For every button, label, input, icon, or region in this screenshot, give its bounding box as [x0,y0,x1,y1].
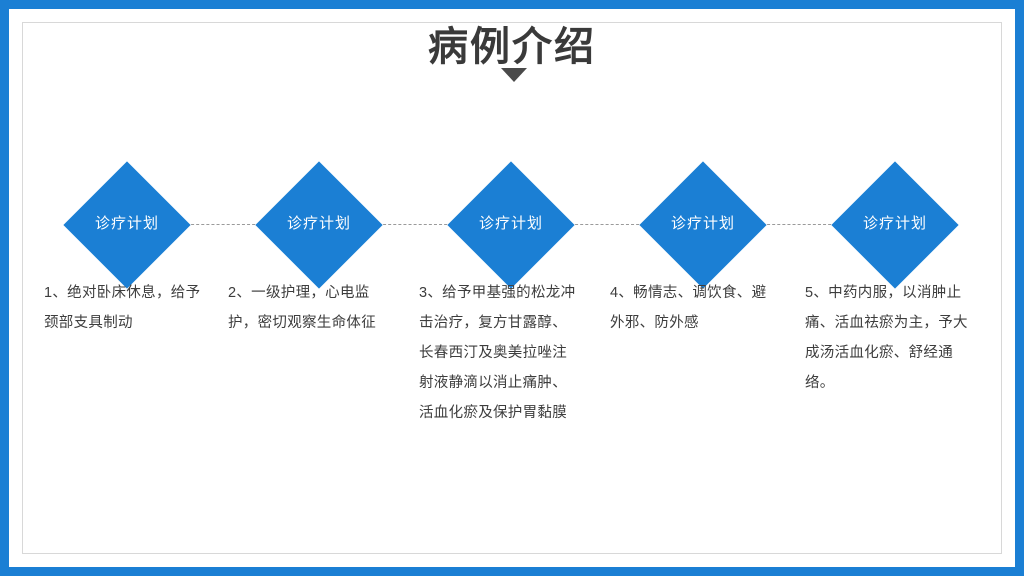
connector-line [570,224,690,225]
frame-border-bottom [0,567,1024,576]
connector-line [762,224,882,225]
description-item-2: 2、一级护理，心电监护，密切观察生命体征 [228,285,376,331]
frame-border-top [0,0,1024,9]
timeline-node-4[interactable]: 诊疗计划 [639,161,767,289]
timeline-node-label: 诊疗计划 [94,215,159,232]
timeline-node-3[interactable]: 诊疗计划 [447,161,575,289]
timeline-node-label: 诊疗计划 [670,215,735,232]
description-item-1: 1、绝对卧床休息，给予颈部支具制动 [44,285,201,331]
timeline-node-label: 诊疗计划 [286,215,351,232]
timeline-node-5[interactable]: 诊疗计划 [831,161,959,289]
frame-border-right [1015,0,1024,576]
connector-line [378,224,498,225]
timeline-node-label: 诊疗计划 [478,215,543,232]
description-item-4: 4、畅情志、调饮食、避外邪、防外感 [610,285,767,331]
timeline-node-1[interactable]: 诊疗计划 [63,161,191,289]
timeline-nodes: 诊疗计划 诊疗计划 诊疗计划 诊疗计划 诊疗计划 [0,161,1024,289]
frame-border-left [0,0,9,576]
description-item-3: 3、给予甲基强的松龙冲击治疗，复方甘露醇、长春西汀及奥美拉唑注射液静滴以消止痛肿… [419,285,576,421]
triangle-down-icon [501,68,527,82]
connector-line [186,224,306,225]
timeline-node-label: 诊疗计划 [862,215,927,232]
page-title: 病例介绍 [428,25,596,69]
description-item-5: 5、中药内服，以消肿止痛、活血祛瘀为主，予大成汤活血化瘀、舒经通络。 [805,285,968,391]
timeline-node-2[interactable]: 诊疗计划 [255,161,383,289]
